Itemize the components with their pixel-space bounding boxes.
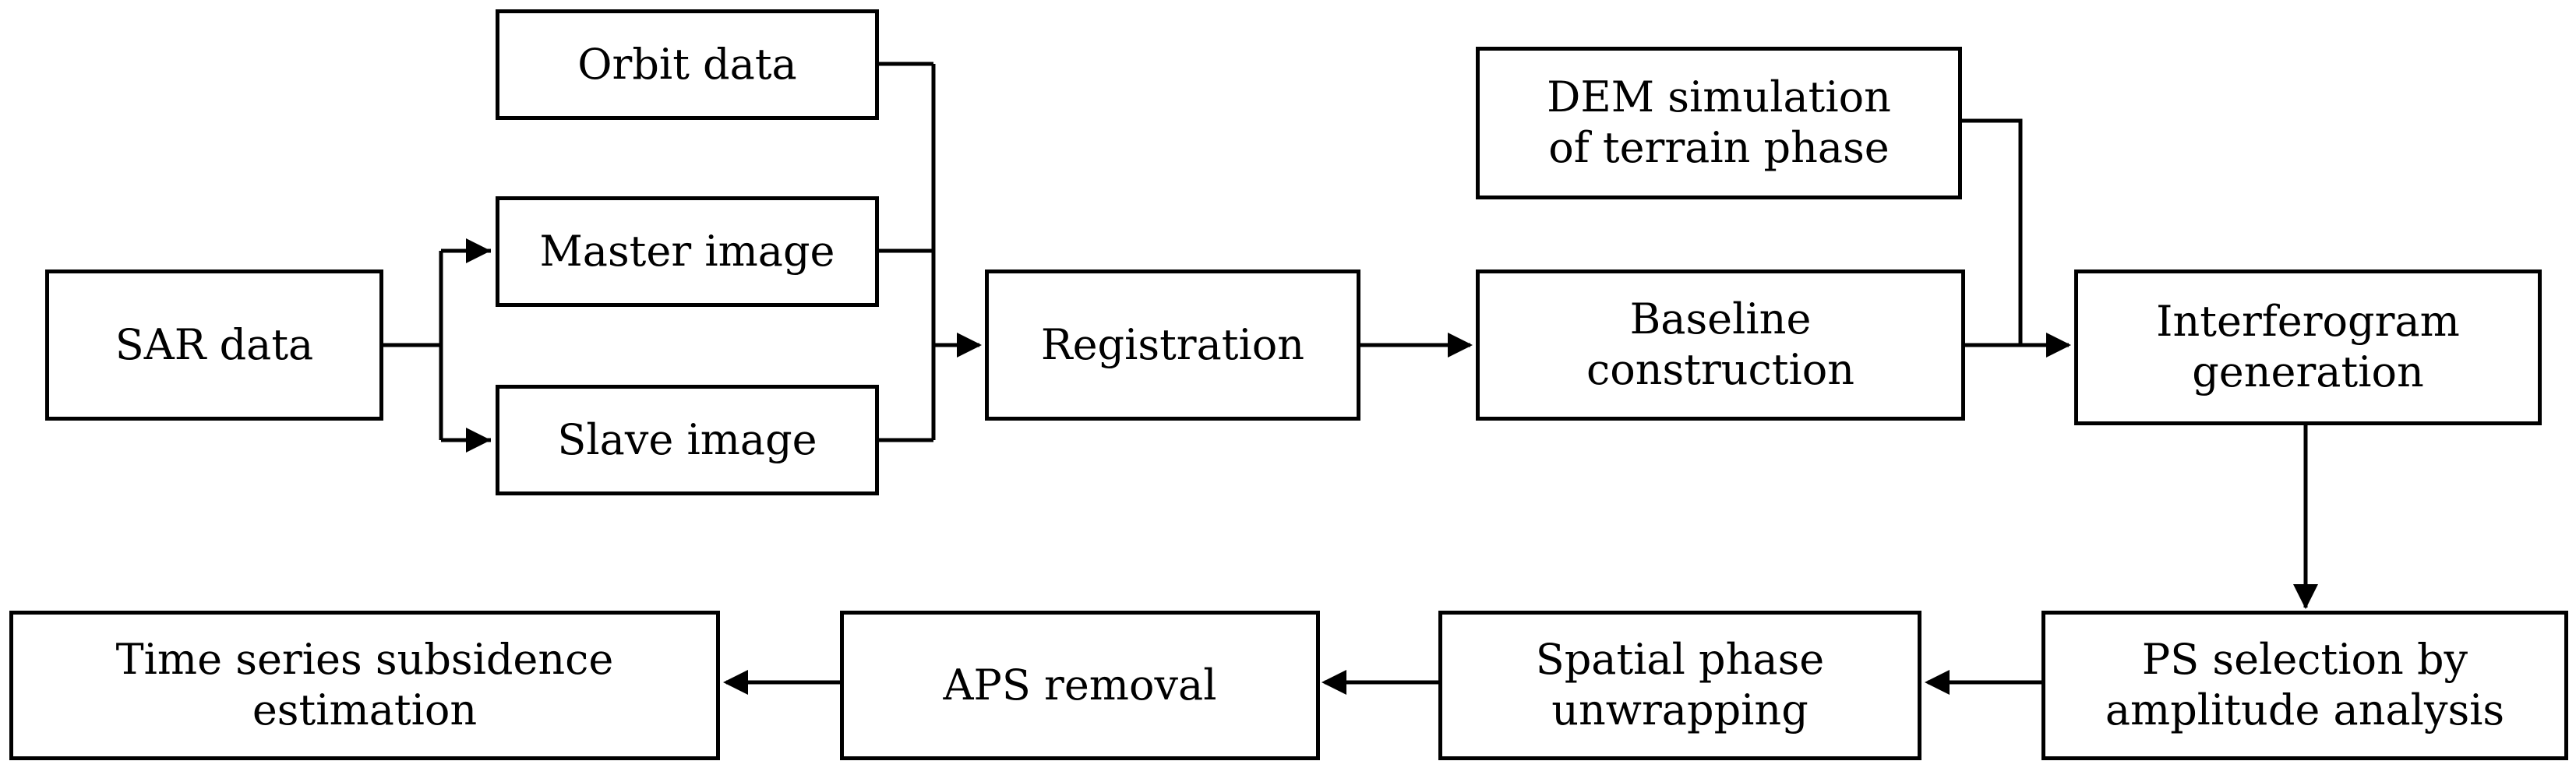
node-sar-data: SAR data: [45, 270, 383, 421]
node-interferogram-generation-line-2: generation: [2192, 347, 2424, 396]
arrowhead-to-slave: [466, 428, 491, 453]
node-registration-line-1: Registration: [1040, 319, 1305, 369]
node-ps-selection-line-1: PS selection by: [2141, 635, 2468, 685]
node-time-series-estimation-line-1: Time series subsidence: [115, 635, 614, 685]
arrowhead-to-aps: [1322, 670, 1346, 695]
node-baseline-construction: Baseline construction: [1476, 270, 1965, 421]
node-orbit-data: Orbit data: [496, 9, 879, 120]
arrowhead-to-interferogram: [2046, 333, 2071, 358]
node-dem-simulation: DEM simulation of terrain phase: [1476, 47, 1962, 199]
arrowhead-to-registration: [957, 333, 982, 358]
arrowhead-to-baseline: [1448, 333, 1473, 358]
node-ps-selection: PS selection by amplitude analysis: [2041, 611, 2568, 760]
arrowhead-to-timeseries: [723, 670, 748, 695]
arrowhead-to-unwrap: [1925, 670, 1950, 695]
node-aps-removal: APS removal: [840, 611, 1320, 760]
node-slave-image: Slave image: [496, 385, 879, 495]
node-ps-selection-line-2: amplitude analysis: [2105, 685, 2505, 735]
node-master-image: Master image: [496, 196, 879, 307]
node-spatial-phase-unwrapping-line-1: Spatial phase: [1535, 635, 1825, 685]
node-orbit-data-line-1: Orbit data: [577, 39, 797, 89]
node-master-image-line-1: Master image: [539, 226, 835, 276]
node-time-series-estimation-line-2: estimation: [252, 685, 478, 735]
node-spatial-phase-unwrapping-line-2: unwrapping: [1551, 685, 1808, 735]
node-dem-simulation-line-1: DEM simulation: [1547, 72, 1891, 122]
node-sar-data-line-1: SAR data: [115, 319, 314, 369]
arrowhead-to-master: [466, 238, 491, 263]
node-aps-removal-line-1: APS removal: [943, 660, 1217, 710]
node-time-series-estimation: Time series subsidence estimation: [9, 611, 720, 760]
node-spatial-phase-unwrapping: Spatial phase unwrapping: [1438, 611, 1921, 760]
node-slave-image-line-1: Slave image: [557, 414, 817, 464]
node-interferogram-generation-line-1: Interferogram: [2156, 297, 2460, 347]
node-baseline-construction-line-1: Baseline: [1629, 294, 1812, 344]
connector-dem-out: [1962, 118, 2023, 345]
arrowhead-to-ps: [2293, 584, 2318, 609]
node-interferogram-generation: Interferogram generation: [2074, 270, 2542, 425]
node-dem-simulation-line-2: of terrain phase: [1548, 123, 1890, 172]
node-baseline-construction-line-2: construction: [1586, 345, 1855, 394]
node-registration: Registration: [985, 270, 1360, 421]
